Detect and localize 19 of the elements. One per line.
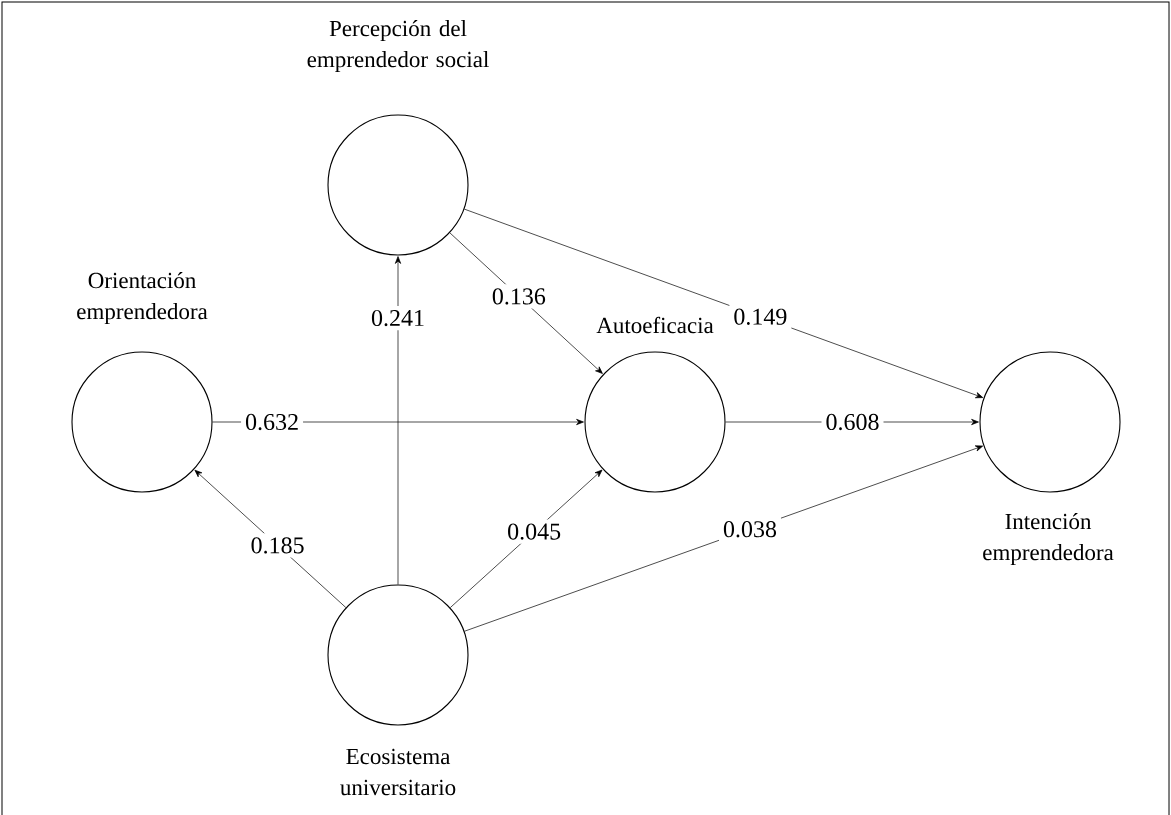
- edge-label: 0.632: [241, 409, 304, 435]
- arrow: [449, 232, 603, 374]
- edge-label: 0.241: [367, 305, 429, 331]
- edge-label: 0.136: [487, 284, 550, 309]
- node-label: Percepción del emprendedor social: [307, 20, 489, 72]
- node-label: Ecosistema universitario: [340, 748, 456, 796]
- arrow: [463, 208, 984, 399]
- arrow: [449, 469, 603, 608]
- arrow: [394, 256, 402, 585]
- arrow: [464, 445, 983, 632]
- edge-label: 0.149: [729, 304, 792, 329]
- edge-label: 0.045: [503, 519, 566, 544]
- arrow: [194, 469, 347, 608]
- edge-label: 0.185: [246, 533, 309, 558]
- edge-label: 0.038: [718, 517, 781, 542]
- node-label: Intención emprendedora: [983, 513, 1114, 565]
- node-label: Autoeficacia: [596, 316, 714, 334]
- edge-label: 0.608: [821, 409, 884, 435]
- node-label: Orientación emprendedora: [77, 272, 208, 324]
